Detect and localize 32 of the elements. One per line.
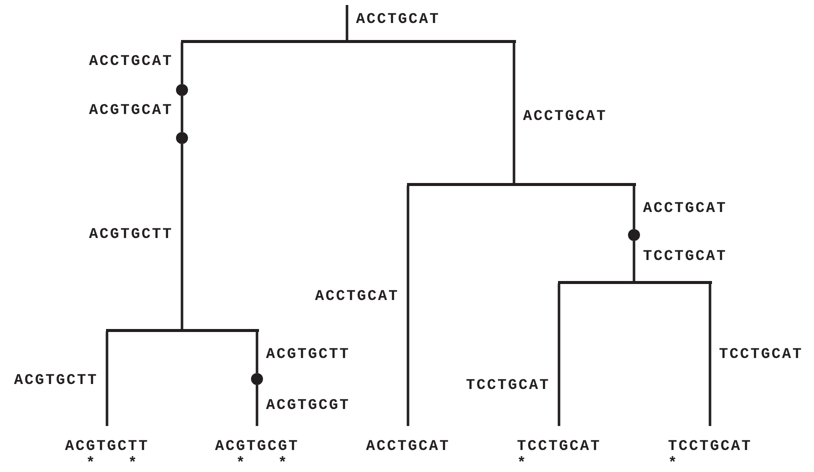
mutation-dot (251, 373, 263, 385)
asterisk-mark: * (668, 457, 679, 471)
leaf-sequence: ACGTGCGT (215, 426, 299, 456)
leaf-sequence: ACGTGCTT (65, 426, 149, 456)
asterisk-mark: * (128, 457, 139, 471)
tree-junction-bar (406, 182, 636, 186)
mutation-dot (176, 132, 188, 144)
tree-branch (256, 385, 258, 426)
tree-branch (180, 42, 184, 84)
tree-junction-bar (180, 40, 516, 42)
tree-junction-bar (558, 280, 712, 284)
leaf-sequence: ACCTGCAT (366, 426, 450, 456)
asterisk-mark: * (236, 457, 247, 471)
tree-branch (256, 332, 258, 373)
mutation-dot (628, 229, 640, 241)
asterisk-mark: * (86, 457, 97, 471)
asterisk-mark: * (517, 457, 528, 471)
mutation-dot (176, 84, 188, 96)
tree-branch (512, 42, 516, 184)
tree-branch (708, 284, 712, 426)
tree-branch (632, 241, 636, 282)
leaf-sequence: TCCTGCAT (517, 426, 601, 456)
tree-junction-bar (106, 328, 258, 332)
tree-branch (406, 186, 410, 426)
tree-branch (346, 5, 348, 41)
leaf-sequence: TCCTGCAT (668, 426, 752, 456)
tree-branch (180, 96, 184, 132)
asterisk-mark: * (278, 457, 289, 471)
tree-branch (558, 284, 560, 426)
tree-branch (632, 186, 636, 229)
tree-branch (106, 332, 108, 426)
tree-branch (180, 144, 184, 330)
